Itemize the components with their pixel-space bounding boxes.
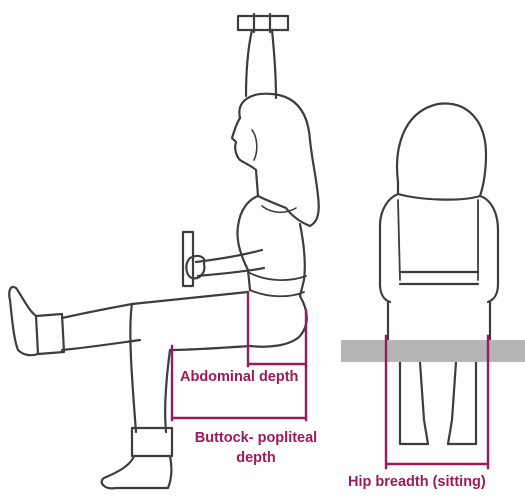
- abdominal-depth-line: [248, 292, 306, 366]
- foot: [102, 456, 172, 488]
- extended-leg: [62, 304, 140, 350]
- lower-leg: [130, 304, 170, 432]
- extended-ankle-weight: [36, 314, 64, 354]
- overhead-handle: [238, 14, 288, 32]
- hip-breadth-label: Hip breadth (sitting): [348, 474, 486, 491]
- extended-foot: [9, 287, 38, 355]
- forearm: [196, 250, 264, 276]
- hair: [239, 94, 318, 226]
- thigh: [132, 292, 250, 350]
- front-feet: [400, 420, 476, 444]
- face: [232, 118, 258, 196]
- front-legs: [400, 362, 476, 420]
- head: [397, 104, 486, 200]
- front-view-figure: [380, 104, 498, 444]
- bench: [341, 340, 525, 362]
- hip: [250, 296, 307, 347]
- raised-arm: [246, 30, 276, 98]
- hips: [388, 302, 490, 340]
- buttock-popliteal-label-line1: Buttock- popliteal: [168, 430, 344, 447]
- buttock-popliteal-label-line2: depth: [168, 450, 344, 467]
- waistband: [400, 272, 478, 284]
- abdominal-depth-label: Abdominal depth: [180, 369, 298, 386]
